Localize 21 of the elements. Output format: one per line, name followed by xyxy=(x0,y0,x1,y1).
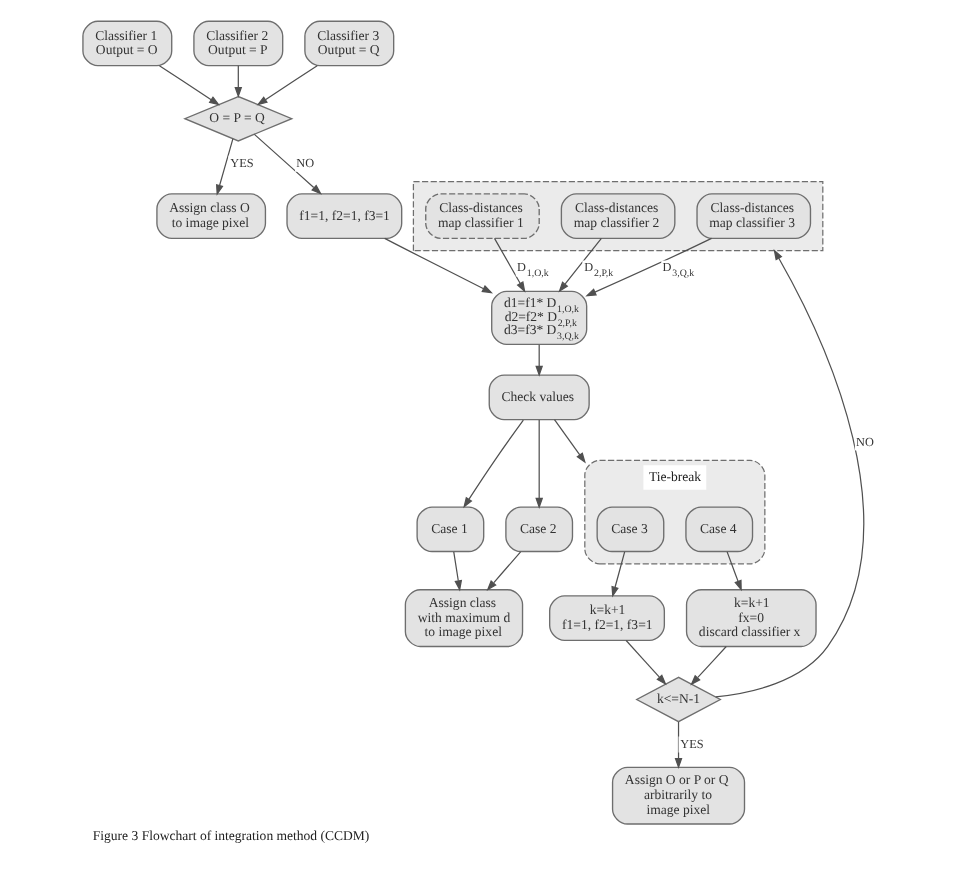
arrow xyxy=(463,419,524,509)
arrow xyxy=(486,551,522,591)
arrow xyxy=(558,237,602,293)
arrow xyxy=(535,344,544,377)
arrow xyxy=(690,645,727,686)
cluster xyxy=(412,180,824,252)
arrow xyxy=(158,65,221,106)
arrow xyxy=(625,639,667,686)
arrow xyxy=(384,237,493,294)
arrow xyxy=(453,551,463,592)
arrow xyxy=(585,237,713,297)
arrow xyxy=(553,419,586,464)
arrow xyxy=(726,551,742,592)
arrow xyxy=(674,721,683,770)
arrow xyxy=(256,65,318,106)
arrow xyxy=(234,65,243,99)
arrow xyxy=(493,237,526,293)
arrow xyxy=(611,551,626,598)
arrow xyxy=(715,249,865,698)
arrow xyxy=(216,138,234,196)
arrow xyxy=(535,419,544,509)
